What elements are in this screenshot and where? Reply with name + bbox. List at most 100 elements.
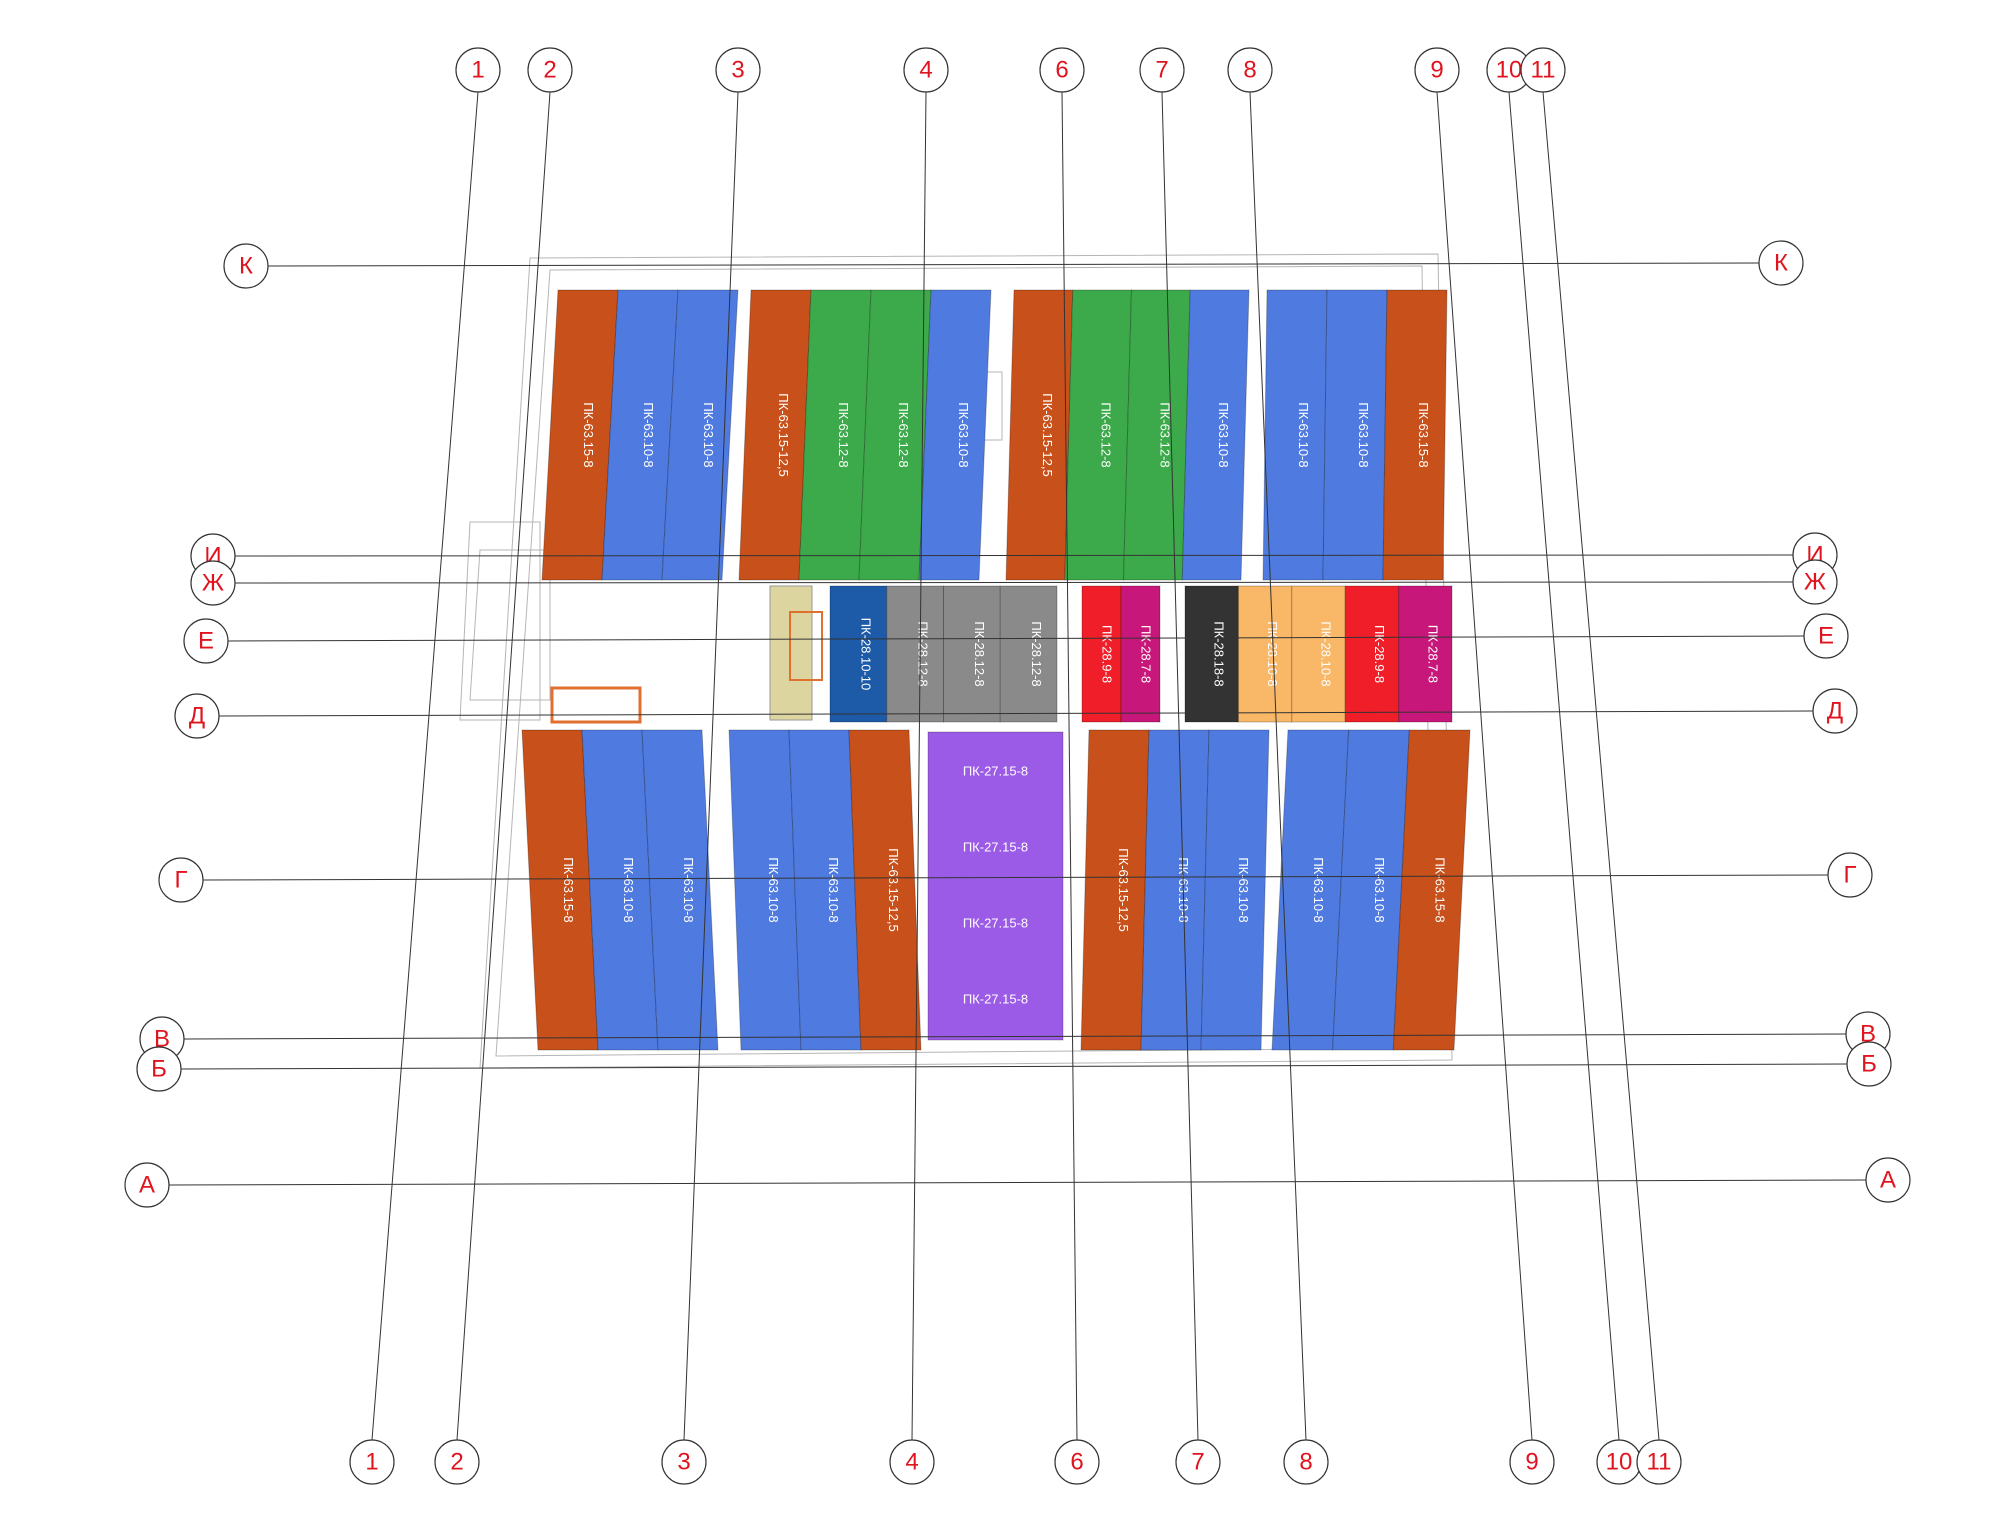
slab-top_center_left-2 xyxy=(798,289,872,581)
axis-bubble-right-0: К xyxy=(1758,240,1804,286)
slab-label: ПК-63.12-8 xyxy=(836,402,851,467)
axis-label: 1 xyxy=(471,56,484,83)
axis-label: 3 xyxy=(677,1448,690,1475)
slab-label: ПК-63.10-8 xyxy=(766,857,781,922)
annex-frame xyxy=(550,686,642,724)
slab-label: ПК-28.7-8 xyxy=(1425,625,1440,683)
slab-label: ПК-63.15-8 xyxy=(1416,402,1431,467)
axis-bubble-right-8: А xyxy=(1865,1157,1911,1203)
slab-top_right-1 xyxy=(1262,289,1328,581)
axis-bubble-left-7: Б xyxy=(136,1046,182,1092)
slab-label: ПК-63.15-8 xyxy=(1433,857,1448,922)
slab-top_center_left-4 xyxy=(918,289,992,581)
slab-label-purple: ПК-27.15-8 xyxy=(963,839,1028,854)
axis-label: Г xyxy=(175,866,188,893)
slab-mid_a-1 xyxy=(829,585,888,723)
axis-bubble-top-7: 7 xyxy=(1139,47,1185,93)
slab-label: ПК-63.10-8 xyxy=(826,857,841,922)
axis-line-h-1 xyxy=(234,554,1794,557)
axis-label: 8 xyxy=(1243,56,1256,83)
slab-label: ПК-63.15-8 xyxy=(561,857,576,922)
axis-label: Д xyxy=(1827,697,1843,724)
axis-bubble-right-7: Б xyxy=(1846,1041,1892,1087)
slab-label: ПК-63.12-8 xyxy=(896,402,911,467)
axis-label: 4 xyxy=(905,1448,918,1475)
axis-bubble-right-5: Г xyxy=(1827,852,1873,898)
slab-label: ПК-28.7-8 xyxy=(1139,625,1154,683)
slab-mid_c-5 xyxy=(1398,585,1453,723)
axis-label: 2 xyxy=(450,1448,463,1475)
axis-label: В xyxy=(154,1025,170,1052)
slab-label: ПК-63.10-8 xyxy=(641,402,656,467)
axis-line-v-3 xyxy=(683,91,739,1441)
slab-label: ПК-28.12-8 xyxy=(915,621,930,686)
slab-bottom_center_right-1 xyxy=(1080,729,1150,1051)
axis-label: 11 xyxy=(1647,1448,1672,1475)
axis-label: 11 xyxy=(1531,56,1556,83)
slab-label: ПК-63.10-8 xyxy=(1356,402,1371,467)
axis-line-h-8 xyxy=(168,1179,1867,1186)
axis-line-v-10 xyxy=(1508,91,1620,1441)
axis-label: 6 xyxy=(1055,56,1068,83)
axis-label: Б xyxy=(1861,1050,1877,1077)
slab-bottom_center_left-2 xyxy=(788,729,862,1051)
slab-label-purple: ПК-27.15-8 xyxy=(963,915,1028,930)
axis-line-h-4 xyxy=(218,710,1814,717)
axis-label: 10 xyxy=(1606,1448,1633,1475)
slab-label: ПК-63.10-8 xyxy=(701,402,716,467)
axis-bubble-top-9: 9 xyxy=(1414,47,1460,93)
axis-line-h-7 xyxy=(180,1063,1848,1070)
slab-label: ПК-63.15-8 xyxy=(581,402,596,467)
axis-line-h-5 xyxy=(202,874,1829,881)
axis-label: 7 xyxy=(1155,56,1168,83)
axis-bubble-right-3: Е xyxy=(1803,613,1849,659)
axis-bubble-bottom-3: 3 xyxy=(661,1439,707,1485)
axis-label: А xyxy=(1880,1166,1896,1193)
slab-top_center_left-1 xyxy=(738,289,812,581)
slab-label: ПК-63.10-8 xyxy=(621,857,636,922)
axis-line-v-7 xyxy=(1161,91,1199,1441)
axis-bubble-top-11: 11 xyxy=(1520,47,1566,93)
axis-line-v-2 xyxy=(456,91,551,1441)
axis-label: 9 xyxy=(1525,1448,1538,1475)
slab-top_left-3 xyxy=(661,289,739,581)
slab-label: ПК-63.15-12,5 xyxy=(1116,848,1131,931)
axis-line-v-11 xyxy=(1542,91,1660,1441)
axis-line-h-3 xyxy=(227,635,1805,642)
axis-label: 9 xyxy=(1430,56,1443,83)
outline-annex xyxy=(459,521,541,721)
axis-bubble-bottom-6: 6 xyxy=(1054,1439,1100,1485)
axis-bubble-top-10: 10 xyxy=(1486,47,1532,93)
slab-top_right-2 xyxy=(1322,289,1388,581)
axis-bubble-top-6: 6 xyxy=(1039,47,1085,93)
axis-bubble-bottom-9: 9 xyxy=(1509,1439,1555,1485)
axis-label: 10 xyxy=(1496,56,1523,83)
slab-label: ПК-28.18-8 xyxy=(1212,621,1227,686)
slab-bottom_center_right-2 xyxy=(1140,729,1210,1051)
slab-mid_a-4 xyxy=(999,585,1058,723)
slab-label-purple: ПК-27.15-8 xyxy=(963,991,1028,1006)
slab-label: ПК-63.10-8 xyxy=(1372,857,1387,922)
slab-top_center_right-4 xyxy=(1181,289,1250,581)
axis-bubble-right-4: Д xyxy=(1812,688,1858,734)
axis-line-v-9 xyxy=(1436,91,1533,1441)
slab-bottom_center_left-1 xyxy=(728,729,802,1051)
axis-label: 3 xyxy=(731,56,744,83)
slab-top_right-3 xyxy=(1382,289,1448,581)
axis-label: Д xyxy=(189,702,205,729)
slab-label: ПК-63.10-8 xyxy=(1296,402,1311,467)
axis-label: 1 xyxy=(365,1448,378,1475)
slab-label: ПК-28.9-8 xyxy=(1100,625,1115,683)
axis-line-v-1 xyxy=(371,91,479,1441)
axis-line-h-2 xyxy=(234,581,1794,584)
axis-label: 8 xyxy=(1299,1448,1312,1475)
axis-label: К xyxy=(1774,249,1788,276)
axis-label: Г xyxy=(1844,861,1857,888)
slab-label: ПК-63.12-8 xyxy=(1099,402,1114,467)
slab-mid_a-3 xyxy=(943,585,1001,723)
slab-purple-column xyxy=(927,731,1064,1041)
axis-label: Ж xyxy=(1804,568,1826,595)
